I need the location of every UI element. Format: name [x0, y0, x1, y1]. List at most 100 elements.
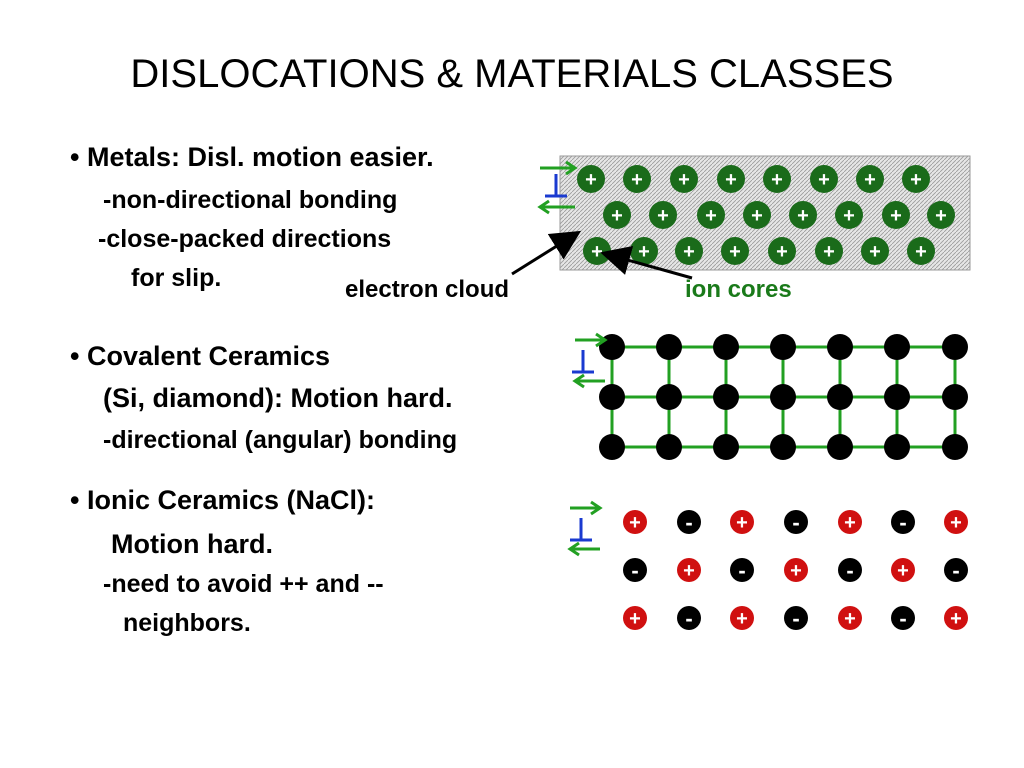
- metal-ion-core: +: [768, 237, 796, 265]
- metal-ion-core-sign: +: [776, 241, 788, 263]
- metal-ion-core-sign: +: [823, 241, 835, 263]
- covalent-bonding-text: -directional (angular) bonding: [103, 426, 458, 454]
- metal-ion-core: +: [789, 201, 817, 229]
- metal-ion-core-sign: +: [683, 241, 695, 263]
- cation-na-sign: +: [790, 560, 802, 582]
- metal-ion-core-sign: +: [678, 169, 690, 191]
- shear-arrow-upper: [570, 500, 603, 516]
- metal-ion-core-sign: +: [910, 169, 922, 191]
- ionic-avoid-text: -need to avoid ++ and --: [103, 570, 384, 598]
- metals-bonding-text: -non-directional bonding: [103, 186, 398, 214]
- ionic-neighbors-text: neighbors.: [123, 609, 251, 637]
- anion-cl: -: [677, 606, 701, 631]
- anion-cl: -: [730, 558, 754, 583]
- covalent-atom: [599, 434, 625, 460]
- cation-na: +: [838, 510, 862, 534]
- metal-ion-core-sign: +: [657, 205, 669, 227]
- metal-ion-core-sign: +: [638, 241, 650, 263]
- covalent-atom: [713, 434, 739, 460]
- anion-cl: -: [623, 558, 647, 583]
- covalent-atom: [656, 334, 682, 360]
- electron-cloud-label: electron cloud: [345, 276, 510, 303]
- cation-na: +: [838, 606, 862, 630]
- covalent-atom: [827, 384, 853, 410]
- metal-ion-core-sign: +: [935, 205, 947, 227]
- covalent-atom: [884, 334, 910, 360]
- covalent-atom: [942, 384, 968, 410]
- cation-na: +: [730, 606, 754, 630]
- anion-cl: -: [891, 510, 915, 535]
- metal-ion-core: +: [810, 165, 838, 193]
- covalent-atom: [770, 334, 796, 360]
- covalent-atom-lattice: [599, 334, 968, 460]
- metal-ion-core: +: [861, 237, 889, 265]
- metal-ion-core: +: [743, 201, 771, 229]
- covalent-dislocation-group: [572, 332, 608, 389]
- anion-cl-sign: -: [631, 558, 638, 583]
- metal-ion-core-sign: +: [631, 169, 643, 191]
- metal-ion-core-sign: +: [915, 241, 927, 263]
- metals-heading: • Metals: Disl. motion easier.: [70, 142, 434, 172]
- ionic-heading: • Ionic Ceramics (NaCl):: [70, 485, 376, 515]
- anion-cl: -: [784, 510, 808, 535]
- covalent-atom: [770, 384, 796, 410]
- cation-na-sign: +: [683, 560, 695, 582]
- ionic-motion-text: Motion hard.: [111, 529, 273, 559]
- metal-ion-core: +: [907, 237, 935, 265]
- covalent-atom: [827, 334, 853, 360]
- anion-cl: -: [891, 606, 915, 631]
- metal-ion-core-sign: +: [585, 169, 597, 191]
- metal-ion-core: +: [721, 237, 749, 265]
- cation-na: +: [944, 510, 968, 534]
- anion-cl-sign: -: [792, 606, 799, 631]
- ion-cores-label: ion cores: [685, 276, 792, 303]
- anion-cl-sign: -: [685, 510, 692, 535]
- metal-ion-core: +: [815, 237, 843, 265]
- anion-cl-sign: -: [952, 558, 959, 583]
- ionic-ion-lattice: + - + - + - + - + - + - + - + - + - + - +: [623, 510, 968, 631]
- cation-na: +: [730, 510, 754, 534]
- covalent-atom: [713, 384, 739, 410]
- cation-na: +: [623, 606, 647, 630]
- metal-ion-core-sign: +: [818, 169, 830, 191]
- metal-ion-core: +: [603, 201, 631, 229]
- metals-directions-text: -close-packed directions: [98, 225, 392, 253]
- metal-ion-core-sign: +: [869, 241, 881, 263]
- cation-na-sign: +: [950, 608, 962, 630]
- metal-ion-core-sign: +: [705, 205, 717, 227]
- shear-arrow-upper: [540, 160, 578, 176]
- metal-ion-core: +: [763, 165, 791, 193]
- metal-ion-core-sign: +: [843, 205, 855, 227]
- cation-na: +: [784, 558, 808, 582]
- covalent-atom: [942, 334, 968, 360]
- metal-ion-core-sign: +: [611, 205, 623, 227]
- ion-cores-arrow: [600, 246, 693, 280]
- ionic-dislocation-group: [567, 500, 603, 557]
- metal-ion-core: +: [583, 237, 611, 265]
- cation-na-sign: +: [629, 512, 641, 534]
- metal-ion-core-sign: +: [864, 169, 876, 191]
- anion-cl: -: [838, 558, 862, 583]
- cation-na-sign: +: [844, 512, 856, 534]
- metal-ion-core: +: [856, 165, 884, 193]
- shear-arrow-lower: [537, 199, 575, 215]
- metal-ion-core: +: [927, 201, 955, 229]
- covalent-atom: [656, 384, 682, 410]
- anion-cl-sign: -: [899, 510, 906, 535]
- metal-ion-core: +: [649, 201, 677, 229]
- cation-na-sign: +: [897, 560, 909, 582]
- cation-na-sign: +: [844, 608, 856, 630]
- metal-ion-core: +: [717, 165, 745, 193]
- cation-na-sign: +: [736, 512, 748, 534]
- cation-na: +: [623, 510, 647, 534]
- covalent-atom: [656, 434, 682, 460]
- cation-na-sign: +: [950, 512, 962, 534]
- metal-ion-core-sign: +: [890, 205, 902, 227]
- anion-cl: -: [784, 606, 808, 631]
- covalent-atom: [599, 384, 625, 410]
- cation-na-sign: +: [736, 608, 748, 630]
- metal-ion-core: +: [882, 201, 910, 229]
- metal-ion-core: +: [675, 237, 703, 265]
- metal-ion-core: +: [577, 165, 605, 193]
